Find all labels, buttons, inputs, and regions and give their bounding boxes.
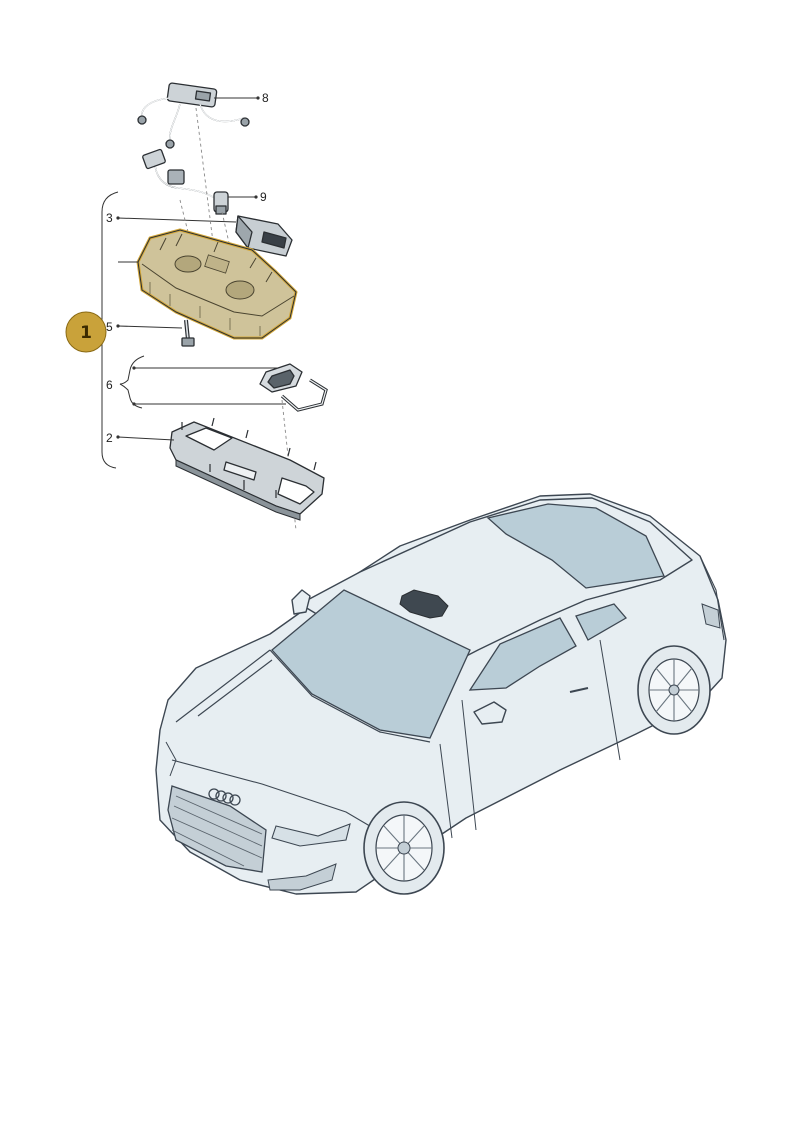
callout-number-8: 8 [262, 91, 269, 105]
front-wheel [363, 801, 445, 895]
part-number-badge: 1 [65, 311, 107, 353]
callout-8: 8 [214, 91, 269, 105]
callout-6: 6 [106, 355, 286, 409]
badge-number: 1 [80, 323, 92, 343]
callout-5: 5 [106, 320, 183, 334]
callout-3: 3 [106, 211, 237, 225]
lens-and-seal [259, 363, 328, 412]
wiring-harness [137, 82, 250, 201]
car-illustration [155, 493, 727, 895]
callout-2: 2 [106, 431, 175, 445]
callout-number-5: 5 [106, 320, 113, 334]
brand-rings [208, 788, 241, 806]
callout-number-9: 9 [260, 190, 267, 204]
interior-light-housing [136, 228, 298, 340]
bulb-holder [213, 191, 229, 215]
switch-module [235, 215, 293, 257]
callout-number-3: 3 [106, 211, 113, 225]
mounting-frame [169, 417, 325, 521]
screw [181, 319, 195, 347]
callout-number-2: 2 [106, 431, 113, 445]
rear-wheel [637, 645, 711, 735]
callout-9: 9 [228, 190, 267, 204]
callout-number-6: 6 [106, 378, 113, 392]
